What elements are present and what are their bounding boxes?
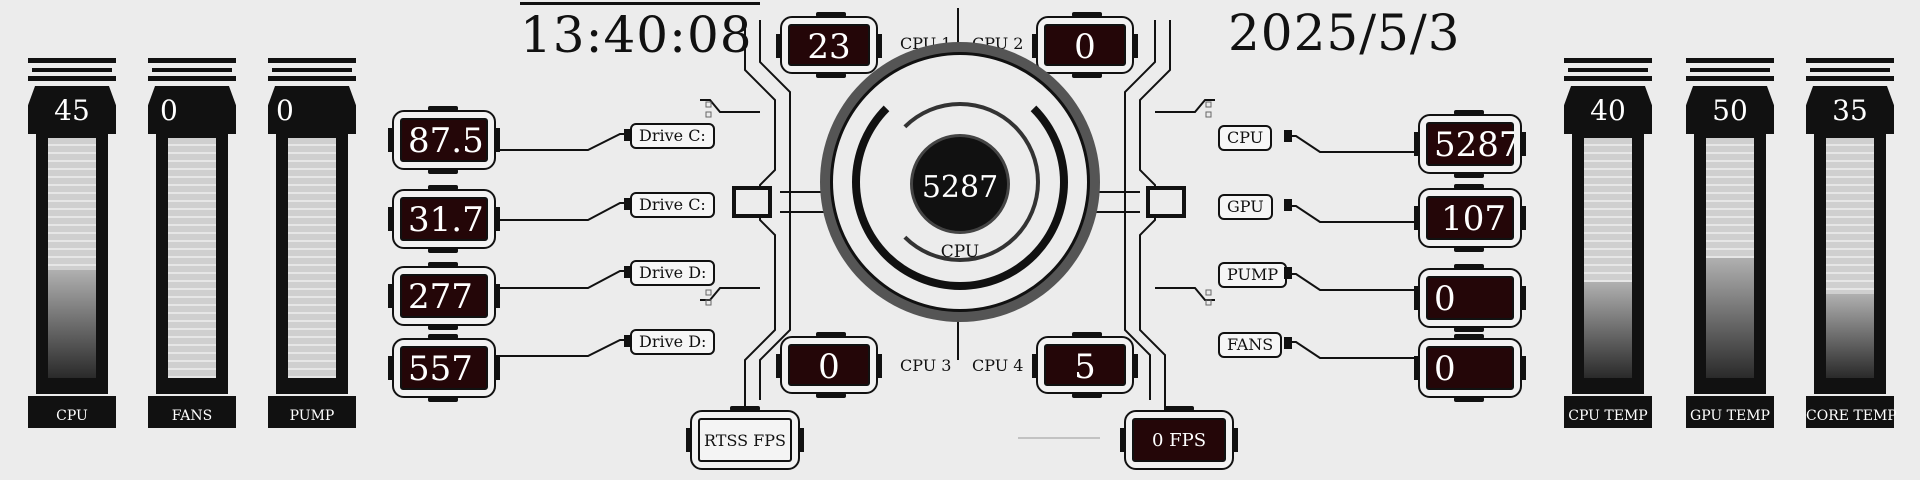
gauge-core-temp: 35 CORE TEMP	[1806, 58, 1897, 428]
core-label-3: CPU 3	[900, 356, 952, 375]
system-value-cpu: 5287	[1434, 125, 1514, 165]
rtss-fps-label: RTSS FPS	[704, 431, 786, 450]
system-pill-fans: 0	[1414, 334, 1526, 402]
system-label-cpu: CPU	[1218, 125, 1273, 151]
gauge-gpu-temp-fill	[1706, 258, 1754, 378]
drive-pill-2: 31.7	[388, 185, 500, 253]
core-pill-2: 0	[1032, 12, 1138, 78]
gauge-pump-label: PUMP	[289, 408, 335, 424]
drive-pill-3: 277	[388, 262, 500, 330]
system-value-gpu: 107	[1441, 199, 1506, 239]
drive-value-2: 31.7	[408, 200, 484, 240]
drive-pill-4: 557	[388, 334, 500, 402]
drive-pill-1: 87.5	[388, 106, 500, 174]
gauge-fans-value: 0	[160, 94, 178, 127]
gauge-fans-label: FANS	[171, 408, 213, 424]
right-connector-box	[1146, 186, 1186, 218]
core-value-4: 5	[1074, 347, 1096, 386]
gauge-cpu-temp-label: CPU TEMP	[1568, 408, 1648, 424]
system-label-pump: PUMP	[1218, 262, 1288, 288]
clock-underline	[520, 2, 760, 5]
clock-time: 13:40:08	[520, 6, 753, 64]
center-cpu-value: 5287	[921, 170, 999, 205]
drive-label-2: Drive C:	[630, 192, 715, 218]
drive-label-3: Drive D:	[630, 260, 716, 286]
core-value-3: 0	[818, 347, 840, 386]
gauge-core-temp-fill	[1826, 294, 1874, 378]
gauge-gpu-temp-value: 50	[1712, 94, 1748, 127]
drive-label-1: Drive C:	[630, 123, 715, 149]
fps-value-pill: 0 FPS	[1120, 406, 1238, 470]
gauge-gpu-temp: 50 GPU TEMP	[1686, 58, 1774, 428]
drive-value-3: 277	[408, 277, 473, 317]
gauge-core-temp-label: CORE TEMP	[1806, 408, 1897, 424]
core-pill-1: 23	[776, 12, 882, 78]
drive-value-1: 87.5	[408, 121, 484, 161]
dial-core	[910, 134, 1010, 234]
drive-label-4: Drive D:	[630, 329, 716, 355]
gauge-gpu-temp-label: GPU TEMP	[1690, 408, 1770, 424]
system-pill-cpu: 5287	[1414, 110, 1526, 178]
gauge-core-temp-value: 35	[1832, 94, 1868, 127]
gauge-pump: 0 PUMP	[268, 58, 356, 428]
core-pill-3: 0	[776, 332, 882, 398]
drive-value-4: 557	[408, 349, 473, 389]
gauge-cpu: 45 CPU	[28, 58, 116, 428]
fps-value: 0 FPS	[1151, 430, 1207, 451]
gauge-cpu-temp: 40 CPU TEMP	[1564, 58, 1652, 428]
system-value-pump: 0	[1434, 279, 1456, 319]
system-pill-gpu: 107	[1414, 184, 1526, 252]
core-label-4: CPU 4	[972, 356, 1024, 375]
gauge-fans: 0 FANS	[148, 58, 236, 428]
gauge-pump-value: 0	[276, 94, 294, 127]
system-label-gpu: GPU	[1218, 194, 1273, 220]
center-cpu-label: CPU	[940, 242, 980, 262]
gauge-cpu-value: 45	[54, 94, 90, 127]
gauge-cpu-temp-value: 40	[1590, 94, 1626, 127]
core-value-1: 23	[807, 27, 851, 66]
system-pill-pump: 0	[1414, 264, 1526, 332]
core-pill-4: 5	[1032, 332, 1138, 398]
date-display: 2025/5/3	[1228, 4, 1461, 62]
system-label-fans: FANS	[1218, 332, 1283, 358]
left-connector-box	[732, 186, 772, 218]
gauge-cpu-label: CPU	[56, 408, 88, 424]
system-value-fans: 0	[1434, 349, 1456, 389]
gauge-cpu-temp-fill	[1584, 282, 1632, 378]
core-value-2: 0	[1074, 27, 1096, 66]
dial-ring-inner	[852, 74, 1068, 290]
gauge-cpu-fill	[48, 270, 96, 378]
rtss-fps-pill: RTSS FPS	[686, 406, 804, 470]
dial-ring-arc	[880, 102, 1040, 262]
